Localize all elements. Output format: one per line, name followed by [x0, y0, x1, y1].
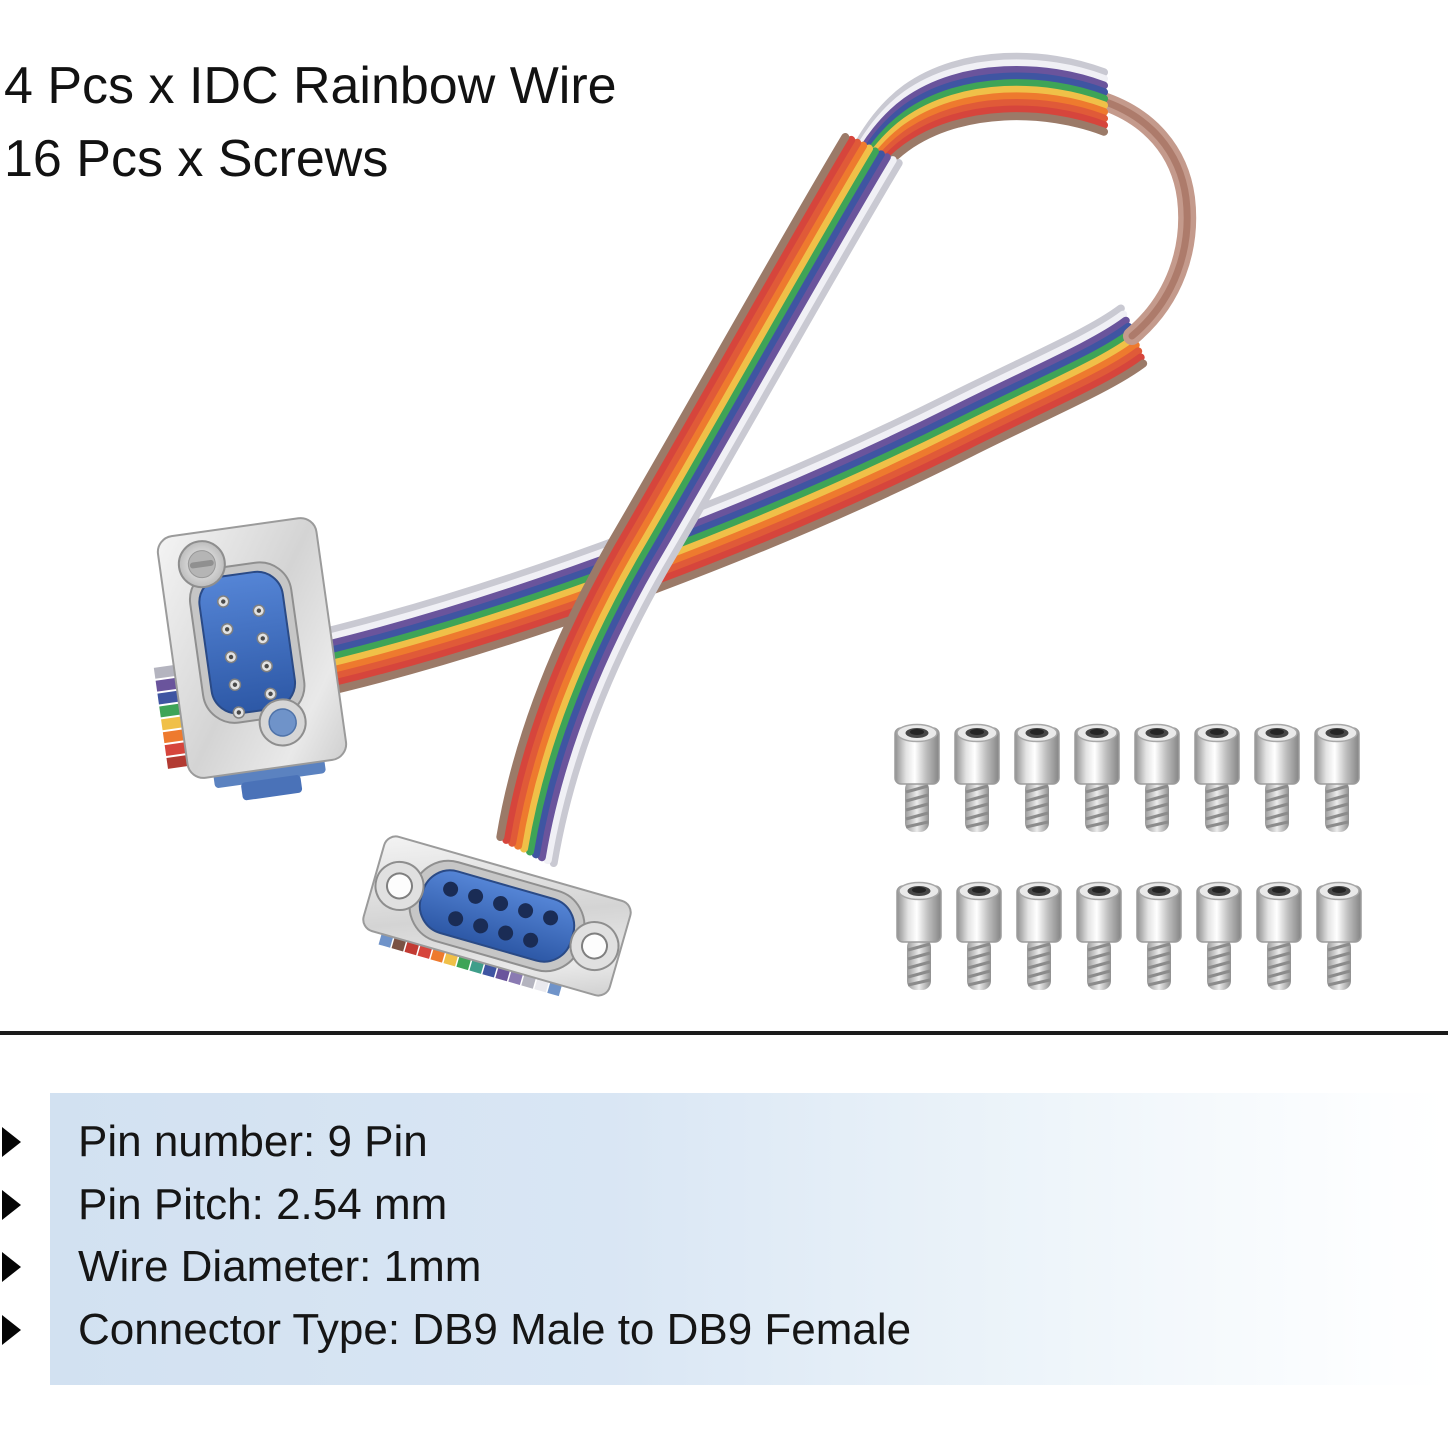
db9-male-connector — [153, 517, 348, 801]
spec-row-connector-type: Connector Type: DB9 Male to DB9 Female — [0, 1299, 1398, 1362]
screw — [1013, 723, 1061, 834]
screw — [955, 881, 1003, 992]
ribbon-twist-edge — [1091, 91, 1197, 345]
spec-text: Pin Pitch: 2.54 mm — [78, 1179, 448, 1229]
screw — [1135, 881, 1183, 992]
idc-wire-ends-male — [153, 664, 190, 769]
bullet-triangle-icon — [2, 1189, 21, 1220]
headline-line2: 16 Pcs x Screws — [4, 130, 389, 188]
specs-list: Pin number: 9 Pin Pin Pitch: 2.54 mm Wir… — [0, 1093, 1398, 1361]
screw — [1313, 723, 1361, 834]
screw — [1075, 881, 1123, 992]
female-right-screw-hole — [569, 921, 620, 972]
ribbon-run-descending — [496, 132, 903, 868]
db9-female-connector — [362, 835, 632, 997]
spec-text: Connector Type: DB9 Male to DB9 Female — [78, 1304, 912, 1354]
specs-panel — [50, 1093, 1448, 1385]
headline-line1: 4 Pcs x IDC Rainbow Wire — [4, 57, 617, 115]
screw — [953, 723, 1001, 834]
female-socket-holes — [443, 881, 559, 948]
screw — [1193, 723, 1241, 834]
spec-row-pin-number: Pin number: 9 Pin — [0, 1111, 1398, 1174]
bullet-triangle-icon — [2, 1127, 21, 1158]
male-dsub-insert — [198, 570, 297, 715]
screw — [895, 881, 943, 992]
ribbon-twist-core — [1096, 96, 1191, 340]
screw — [1315, 881, 1363, 992]
screw — [893, 723, 941, 834]
divider — [0, 1031, 1448, 1035]
male-pins — [217, 595, 277, 719]
ribbon-cable — [284, 52, 1197, 868]
spec-text: Wire Diameter: 1mm — [78, 1242, 482, 1292]
female-left-screw-hole — [374, 860, 425, 911]
bullet-triangle-icon — [2, 1314, 21, 1345]
screws-grid — [893, 723, 1363, 992]
screw — [1133, 723, 1181, 834]
male-pin-tips — [221, 599, 273, 715]
screw — [1253, 723, 1301, 834]
screw — [1015, 881, 1063, 992]
male-top-screw — [177, 540, 226, 589]
male-body-tab — [241, 775, 303, 801]
ribbon-run-ascending — [284, 304, 1148, 700]
spec-row-pin-pitch: Pin Pitch: 2.54 mm — [0, 1174, 1398, 1237]
screw — [1073, 723, 1121, 834]
spec-row-wire-diameter: Wire Diameter: 1mm — [0, 1236, 1398, 1299]
male-bottom-screw-hole — [258, 698, 307, 747]
ribbon-loop-peak — [850, 52, 1108, 216]
headline: 4 Pcs x IDC Rainbow Wire 16 Pcs x Screws — [4, 50, 617, 196]
spec-text: Pin number: 9 Pin — [78, 1117, 428, 1167]
screw — [1195, 881, 1243, 992]
bullet-triangle-icon — [2, 1252, 21, 1283]
screw — [1255, 881, 1303, 992]
